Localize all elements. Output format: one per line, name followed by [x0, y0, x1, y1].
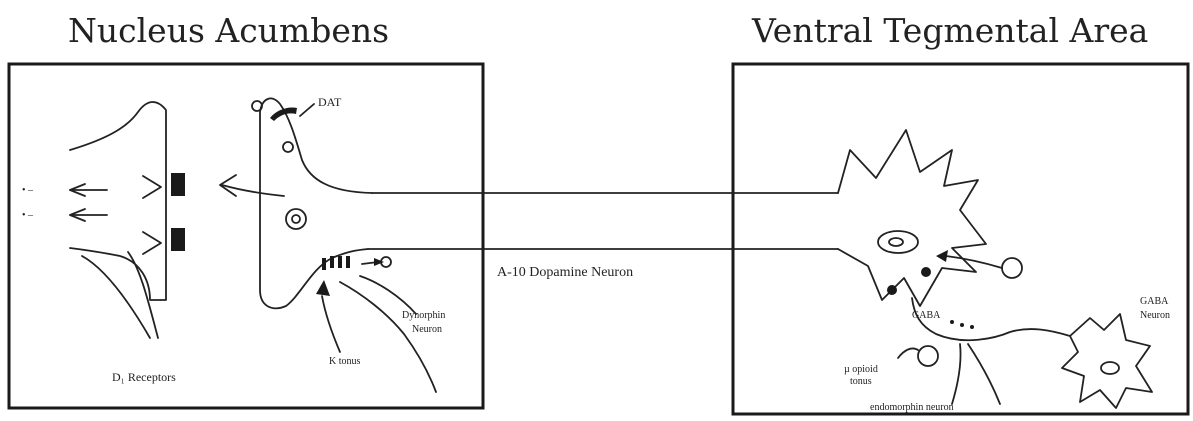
- release-arrow: [221, 184, 285, 197]
- endomorphin-neuron-label: endomorphin neuron: [870, 402, 954, 413]
- vta-panel: [731, 62, 1190, 416]
- a10-dopamine-neuron-label: A-10 Dopamine Neuron: [497, 265, 633, 280]
- effect-label-1: • –: [22, 185, 34, 196]
- receptor-arrow-1: [142, 175, 162, 199]
- mu-opioid-label-line-1: µ opioid: [844, 364, 878, 375]
- d1-receptor-2: [171, 228, 185, 251]
- d1-pointer-1: [127, 251, 159, 339]
- dat-pointer: [299, 103, 315, 117]
- kappa-tonus-pointer: [321, 295, 341, 353]
- gaba-synapse-marks: [950, 320, 974, 329]
- mu-opioid-circle: [917, 345, 939, 367]
- d1-receptor-1: [171, 173, 185, 196]
- intracellular-arrows: [69, 183, 108, 222]
- d1-pointer-2: [81, 255, 151, 339]
- synapse-dot-2: [887, 285, 897, 295]
- dynorphin-label-line-2: Neuron: [412, 324, 442, 335]
- a10-axon: [367, 192, 839, 250]
- release-arrowhead: [219, 174, 237, 197]
- gaba-nucleus: [1100, 361, 1120, 375]
- kappa-tonus-arrowhead: [316, 280, 330, 296]
- gaba-neuron: [1061, 313, 1153, 409]
- gaba-neuron-label-line-1: GABA: [1140, 296, 1169, 307]
- input-line: [945, 255, 1003, 269]
- dat-transporter: [270, 107, 297, 121]
- dat-label: DAT: [318, 95, 342, 109]
- receptor-arrow-2: [142, 231, 162, 255]
- a10-soma: [837, 129, 987, 307]
- synapse-dot-1: [921, 267, 931, 277]
- title-ventral-tegmental-area: Ventral Tegmental Area: [751, 11, 1148, 50]
- a10-nucleus: [877, 230, 919, 254]
- title-nucleus-accumbens: Nucleus Acumbens: [68, 11, 389, 50]
- mu-opioid-label-line-2: tonus: [850, 376, 872, 387]
- dynorphin-neuron: [339, 275, 437, 393]
- input-arrowhead: [936, 250, 948, 262]
- dynorphin-arrowhead: [374, 258, 384, 266]
- kappa-receptors: [322, 256, 350, 270]
- gaba-neuron-label-line-2: Neuron: [1140, 310, 1170, 321]
- presynaptic-terminal: [259, 97, 373, 310]
- postsynaptic-cell: [69, 101, 167, 301]
- gaba-label: GABA: [912, 310, 941, 321]
- input-circle: [1001, 257, 1023, 279]
- gaba-interneuron: [911, 297, 1071, 405]
- kappa-tonus-label: K tonus: [329, 356, 361, 367]
- a10-nucleolus: [888, 237, 904, 247]
- d1-receptors-label: D₁ Receptors: [112, 370, 176, 384]
- dynorphin-label-line-1: Dynorphin: [402, 310, 445, 321]
- vesicles: [251, 100, 392, 268]
- effect-label-2: • –: [22, 210, 34, 221]
- mu-pointer: [897, 347, 919, 359]
- nucleus-accumbens-panel: [7, 62, 485, 410]
